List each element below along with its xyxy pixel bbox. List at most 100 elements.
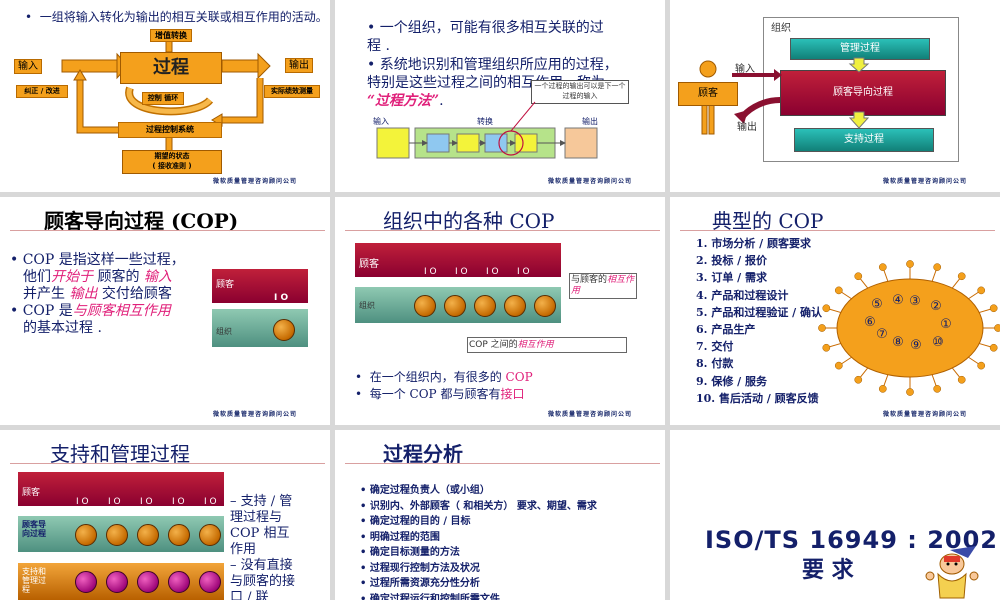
cop-number-label: ⑥ [864, 315, 876, 330]
actual-measure-label: 实际绩效测量 [264, 85, 320, 98]
cop-list-item: 6. 产品生产 [696, 323, 756, 337]
support-ball-4 [168, 571, 190, 593]
slide-org-model[interactable]: 组织 管理过程 顾客导向过程 支持过程 顾客 输入 输出 微软质量管理咨询顾问公… [670, 0, 1000, 192]
tentacle-tip [957, 375, 966, 384]
support-process-box: 支持过程 [794, 128, 934, 152]
expected-state-label: 期望的状态 [154, 152, 190, 160]
analysis-item: • 过程现行控制方法及状况 [360, 562, 480, 574]
chain-input-label: 输入 [373, 117, 389, 126]
cop-list-item: 5. 产品和过程验证 / 确认 [696, 305, 822, 319]
analysis-item: • 明确过程的范围 [360, 531, 440, 543]
output-label: 输出 [737, 122, 757, 133]
slide-process-analysis[interactable]: 过程分析 • 确定过程负责人（或小组）• 识别内、外部顾客（ 和相关方） 要求、… [335, 430, 665, 600]
cop-ball-3 [474, 295, 496, 317]
cop-ball-1 [414, 295, 436, 317]
chain-output-label: 输出 [582, 117, 598, 126]
process-chain-diagram [376, 101, 598, 159]
cop-ball [273, 319, 295, 341]
tentacle-tip [906, 260, 914, 268]
footer: 微软质量管理咨询顾问公司 [883, 178, 968, 185]
tentacle-tip [822, 304, 831, 313]
analysis-item: • 识别内、外部顾客（ 和相关方） 要求、期望、需求 [360, 500, 597, 512]
customer-bar: 顾客 [212, 269, 308, 303]
correct-improve-label: 纠正 / 改进 [16, 85, 68, 98]
cop-ball-3 [137, 524, 159, 546]
slide-cop-definition[interactable]: 顾客导向过程 (COP) • COP 是指这样一些过程， 他们开始于 顾客的 输… [0, 197, 330, 425]
io-label-3: I O [140, 497, 153, 507]
customer-interaction-label: 与顾客的相互作用 [569, 273, 637, 299]
cop-number-label: ① [940, 317, 952, 332]
analysis-item: • 确定目标测量的方法 [360, 547, 460, 558]
cop-ball-1 [75, 524, 97, 546]
footer: 微软质量管理咨询顾问公司 [548, 178, 633, 185]
cop-ball-2 [106, 524, 128, 546]
slide-iso-ts[interactable]: ISO/TS 16949 : 2002 要 求 [670, 430, 1000, 600]
support-bullet-2: – 没有直接与顾客的接口 / 联 [230, 558, 296, 600]
slide-various-cop[interactable]: 组织中的各种 COP 顾客 组织 I O I O I O I O 与顾客的相互作… [335, 197, 665, 425]
slide-title: 典型的 COP [712, 209, 824, 233]
cop-ball-4 [168, 524, 190, 546]
cop-ball-5 [199, 524, 221, 546]
cop-list-item: 8. 付款 [696, 357, 734, 371]
title-underline [345, 463, 660, 464]
slide-support-management[interactable]: 支持和管理过程 顾客 顾客导向过程 支持和管理过程 I O I O I O I … [0, 430, 330, 600]
support-ball-5 [199, 571, 221, 593]
cop-list-item: 10. 售后活动 / 顾客反馈 [696, 391, 819, 405]
tentacle-tip [989, 304, 998, 313]
org-label: 组织 [771, 23, 791, 34]
bullet-1-line-3: 并产生 输出 交付给顾客 [23, 286, 172, 302]
slide-title: 过程分析 [383, 442, 463, 466]
bullet-1-line-2: 他们开始于 顾客的 输入 [23, 269, 172, 285]
cop-list-item: 7. 交付 [696, 340, 734, 354]
expected-state-box: 期望的状态 ( 接收准则 ) [122, 150, 222, 174]
footer: 微软质量管理咨询顾问公司 [548, 411, 633, 418]
title-underline [345, 230, 660, 231]
slide-title: 组织中的各种 COP [383, 209, 555, 233]
cop-bar-label: 顾客导向过程 [22, 520, 46, 538]
title-underline [680, 230, 995, 231]
tentacle-tip [933, 263, 942, 271]
io-label-2: I O [108, 497, 121, 507]
footer: 微软质量管理咨询顾问公司 [213, 411, 298, 418]
customer-bar: 顾客 [18, 472, 224, 506]
support-ball-1 [75, 571, 97, 593]
output-box: 输出 [285, 58, 313, 73]
process-box: 过程 [120, 52, 222, 84]
slide-process-definition[interactable]: • 一组将输入转化为输出的相互关联或相互作用的活动。 增值转换 输入 过程 输出… [0, 0, 330, 192]
slide-process-approach[interactable]: • 一个组织，可能有很多相互关联的过程 . • 系统地识别和管理组织所应用的过程… [335, 0, 665, 192]
org-model-diagram [699, 57, 870, 135]
input-box: 输入 [14, 59, 42, 74]
cop-number-label: ③ [909, 294, 921, 309]
tentacle-tip [818, 324, 826, 332]
analysis-item: • 确定过程的目的 / 目标 [360, 516, 471, 527]
cop-number-label: ⑦ [876, 327, 888, 342]
tentacle-tip [977, 361, 986, 370]
input-label: 输入 [735, 64, 755, 75]
title-underline [10, 463, 325, 464]
cop-ball-2 [444, 295, 466, 317]
chain-transform-label: 转换 [477, 117, 493, 126]
bullet-1: • COP 是指这样一些过程， [10, 252, 185, 268]
customer-bar: 顾客 [355, 243, 561, 277]
cop-number-label: ② [930, 299, 942, 314]
io-label: I O [274, 293, 289, 303]
bullet-1: • 在一个组织内，有很多的 COP [355, 370, 533, 384]
cop-bullets: • 在一个组织内，有很多的 COP • 每一个 COP 都与顾客有接口 [355, 369, 533, 403]
support-bar-label: 支持和管理过程 [22, 567, 46, 594]
io-label-3: I O [486, 267, 499, 277]
cop-number-label: ⑨ [910, 338, 922, 353]
support-ball-2 [106, 571, 128, 593]
io-label-1: I O [424, 267, 437, 277]
cop-interaction-label: COP 之间的相互作用 [467, 337, 627, 353]
cop-number-label: ⑩ [932, 335, 944, 350]
slide-title: 顾客导向过程 (COP) [44, 209, 239, 233]
analysis-item: • 确定过程运行和控制所需文件 [360, 593, 500, 600]
tentacle-tip [834, 361, 843, 370]
cop-list-item: 4. 产品和过程设计 [696, 288, 789, 302]
control-system-box: 过程控制系统 [118, 122, 222, 138]
callout-note: 一个过程的输出可以是下一个过程的输入 [531, 80, 629, 104]
io-label-5: I O [204, 497, 217, 507]
